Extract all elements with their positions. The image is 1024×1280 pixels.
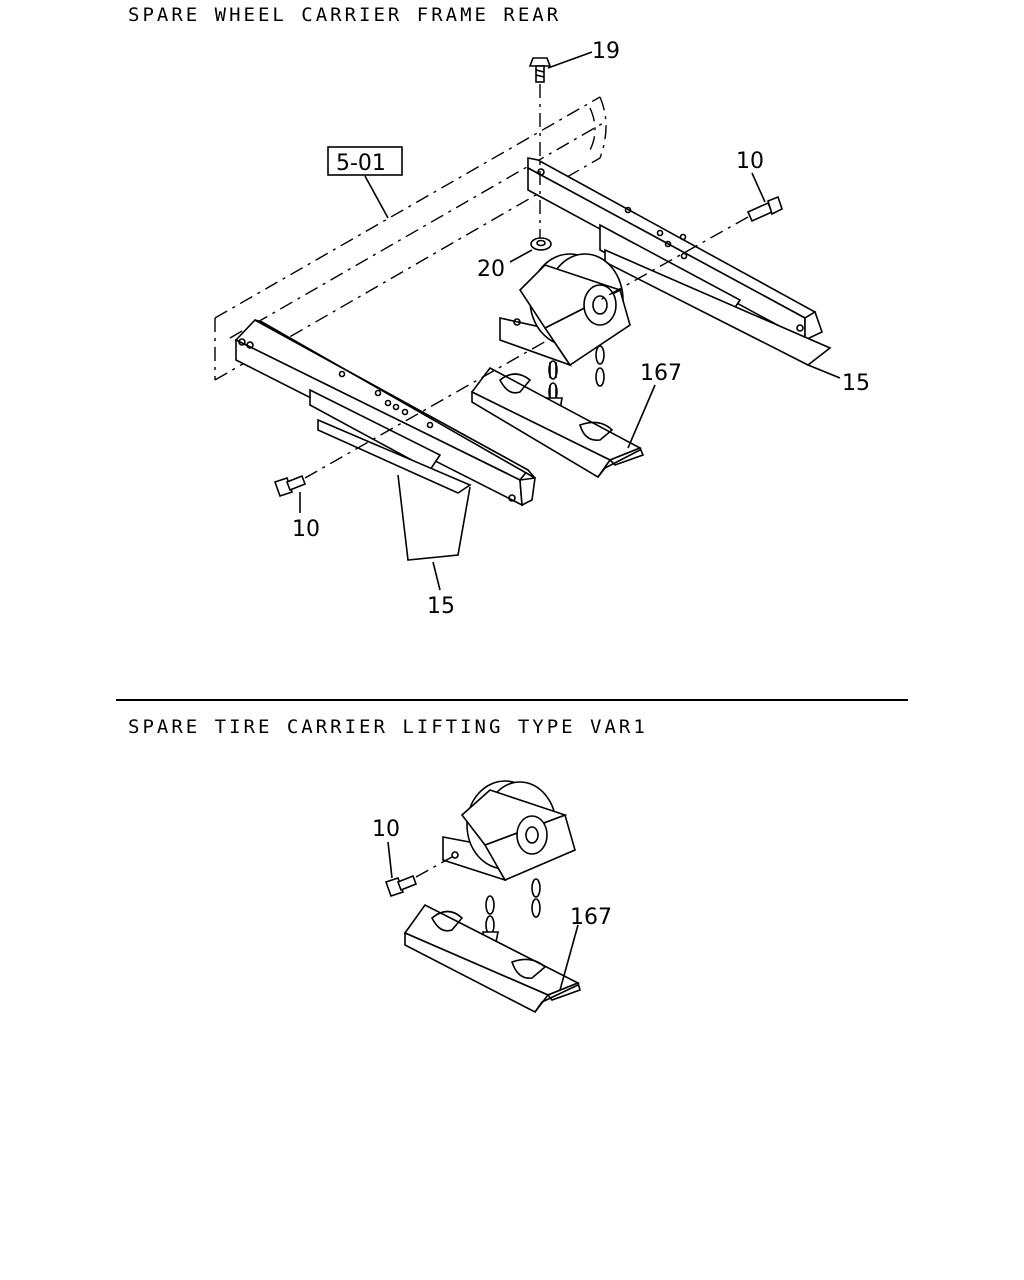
section-divider [116,699,908,701]
callout-10-bottom: 10 [372,817,400,842]
bolt-10-bottom-icon [384,856,453,898]
left-frame-bracket [234,319,536,561]
section-title-frame-rear: SPARE WHEEL CARRIER FRAME REAR [128,4,562,26]
callout-10-right: 10 [736,149,764,174]
callout-19: 19 [592,39,620,64]
carrier-tray-top [470,366,645,479]
bolt-19-icon [528,57,552,245]
carrier-winch-top [499,253,631,367]
chains-bottom [482,878,541,943]
callout-15-left: 15 [427,594,455,619]
ref-box-label: 5-01 [336,151,386,176]
callout-20: 20 [477,257,505,282]
callout-15-right: 15 [842,371,870,396]
callout-167-top: 167 [640,361,682,386]
callouts-top: 19 10 20 15 167 10 15 [292,39,870,619]
section-title-lifting-type: SPARE TIRE CARRIER LIFTING TYPE VAR1 [128,716,648,738]
carrier-winch-bottom [442,780,576,882]
bolt-10-left-icon [273,339,549,498]
right-frame-bracket [527,157,832,366]
reference-box-5-01: 5-01 [327,146,403,219]
callout-10-left: 10 [292,517,320,542]
callout-167-bottom: 167 [570,905,612,930]
washer-20-icon [530,237,552,251]
callouts-bottom: 10 167 [372,817,612,991]
carrier-tray-bottom [403,903,581,1014]
bolt-10-right-icon [599,195,783,301]
